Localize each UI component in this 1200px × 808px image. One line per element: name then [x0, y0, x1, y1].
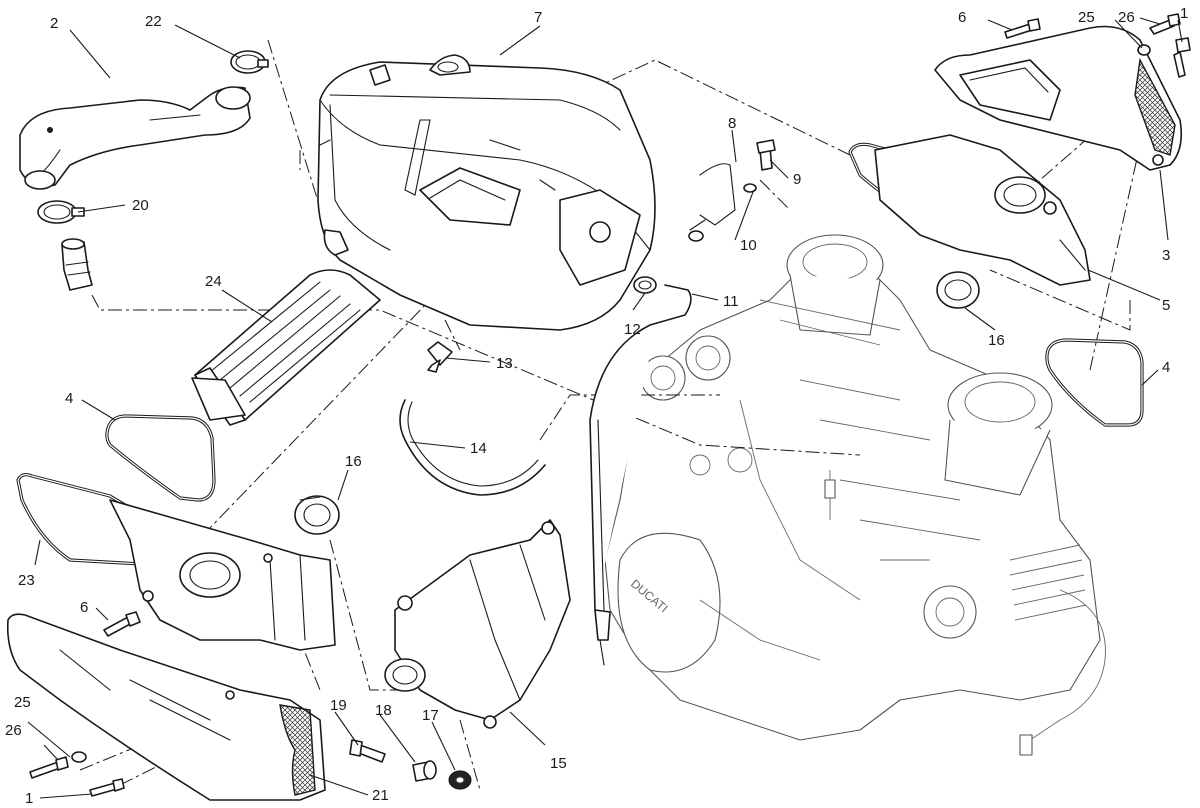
part-4-gasket-left[interactable] [105, 414, 216, 502]
callout-13: 13 [496, 355, 513, 372]
callout-7: 7 [534, 9, 542, 26]
callout-26-right: 26 [1118, 9, 1135, 26]
callout-25-left: 25 [14, 694, 31, 711]
part-14-hose[interactable] [399, 399, 546, 496]
part-2-intake-duct[interactable] [19, 86, 251, 190]
part-24-air-filter[interactable] [191, 269, 381, 426]
callout-6-right: 6 [958, 9, 966, 26]
callout-4-left: 4 [65, 390, 73, 407]
part-7-airbox[interactable] [317, 54, 656, 331]
part-1-screw-left[interactable] [89, 778, 125, 797]
part-13-valve[interactable] [427, 341, 453, 373]
part-8-spring-clip[interactable] [689, 163, 736, 231]
callout-15: 15 [550, 755, 567, 772]
part-21-side-panel[interactable] [6, 613, 326, 801]
part-10-washer[interactable] [688, 183, 757, 242]
part-22-hose-clamp[interactable] [230, 50, 269, 74]
callout-10: 10 [740, 237, 757, 254]
part-9-screw[interactable] [756, 139, 776, 171]
callout-5: 5 [1162, 297, 1170, 314]
callout-9: 9 [793, 171, 801, 188]
callout-1-right: 1 [1180, 5, 1188, 22]
part-11-breather-hose[interactable] [589, 284, 692, 666]
callout-12: 12 [624, 321, 641, 338]
part-26-screw-right[interactable] [1149, 13, 1181, 35]
callout-23: 23 [18, 572, 35, 589]
callout-26-left: 26 [5, 722, 22, 739]
part-15-lower-duct[interactable] [384, 519, 571, 729]
duct-bracket-left[interactable] [109, 499, 336, 651]
callout-6-left: 6 [80, 599, 88, 616]
callout-18: 18 [375, 702, 392, 719]
callout-24: 24 [205, 273, 222, 290]
callout-17: 17 [422, 707, 439, 724]
part-16-grommet-right[interactable] [936, 271, 980, 309]
callout-25-right: 25 [1078, 9, 1095, 26]
part-1-screw-right[interactable] [1173, 37, 1191, 78]
part-18-spacer[interactable] [412, 760, 437, 782]
part-6-screw-right[interactable] [1004, 18, 1041, 39]
callout-11: 11 [723, 293, 739, 310]
callout-8: 8 [728, 115, 736, 132]
engine-assembly: DUCATI [604, 234, 1106, 756]
part-20-hose-clamp[interactable] [37, 200, 85, 224]
callout-21: 21 [372, 787, 389, 804]
duct-bracket-right[interactable] [874, 134, 1091, 286]
callout-19: 19 [330, 697, 347, 714]
callout-16-right: 16 [988, 332, 1005, 349]
breather-fitting[interactable] [61, 238, 93, 291]
part-12-clamp[interactable] [633, 276, 657, 294]
part-26-screw-left[interactable] [29, 756, 69, 779]
callout-14: 14 [470, 440, 487, 457]
callout-1-left: 1 [25, 790, 33, 807]
part-16-grommet-left[interactable] [294, 495, 340, 535]
part-6-screw-left[interactable] [103, 611, 141, 637]
callout-4-right: 4 [1162, 359, 1170, 376]
callout-16-left: 16 [345, 453, 362, 470]
part-3-duct-cover[interactable] [934, 25, 1183, 171]
part-19-bolt[interactable] [349, 739, 386, 763]
callout-2: 2 [50, 15, 58, 32]
leader-lines [27, 17, 1183, 799]
part-25-washer-left[interactable] [71, 751, 87, 763]
part-17-rubber-bush[interactable] [448, 770, 472, 790]
part-4-gasket-right[interactable] [1045, 338, 1144, 427]
callout-3: 3 [1162, 247, 1170, 264]
callout-22: 22 [145, 13, 162, 30]
callout-labels: 2 22 7 20 24 4 16 23 6 25 26 1 21 19 18 … [5, 5, 1188, 807]
callout-20: 20 [132, 197, 149, 214]
